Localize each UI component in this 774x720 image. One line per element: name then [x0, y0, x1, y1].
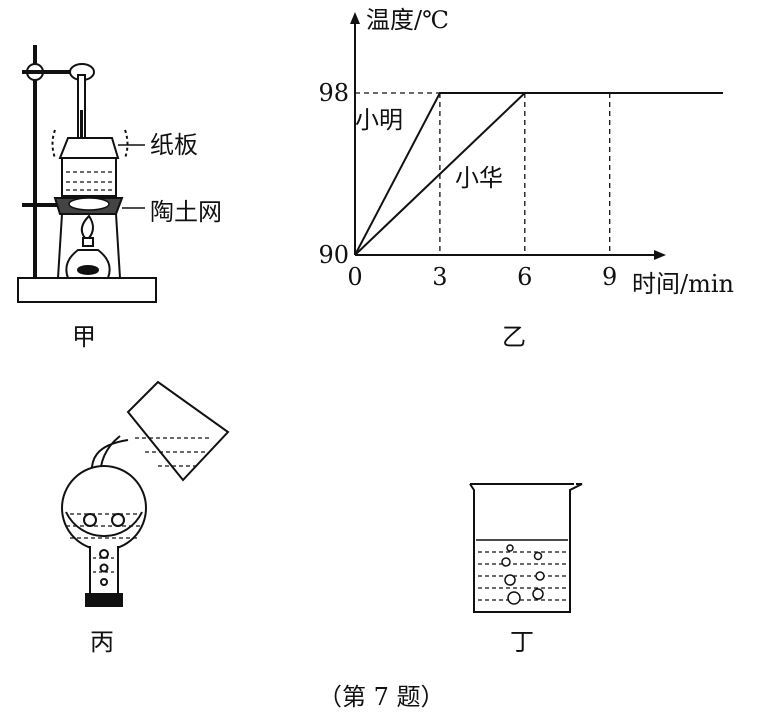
beaker-ding — [469, 483, 583, 613]
ceramic-gauze — [53, 197, 145, 215]
series-line-1 — [354, 92, 723, 256]
figure-caption: （第 7 题） — [318, 683, 445, 711]
panel-label-jia: 甲 — [72, 323, 96, 351]
alcohol-lamp — [65, 214, 111, 279]
water-lines — [478, 551, 566, 601]
x-tick-label-0: 0 — [347, 263, 362, 291]
x-axis-label: 时间/min — [632, 270, 734, 298]
tick-labels: 0 3 6 9 90 98 — [318, 79, 617, 291]
panel-label-yi: 乙 — [502, 323, 526, 351]
apparatus-jia — [17, 45, 157, 303]
x-axis-arrow — [654, 250, 666, 260]
series-label-xiaoming: 小明 — [355, 106, 403, 134]
cardboard-lid — [51, 129, 145, 159]
series-lines — [354, 92, 723, 256]
panel-label-bing: 丙 — [90, 628, 114, 656]
flask-stopper — [85, 593, 123, 607]
y-tick-label-90: 90 — [318, 241, 349, 269]
round-flask — [61, 465, 147, 607]
pouring-beaker — [126, 380, 230, 482]
label-cardboard: 纸板 — [150, 131, 198, 159]
panel-label-ding: 丁 — [510, 628, 534, 656]
y-axis-label: 温度/℃ — [366, 6, 449, 34]
x-tick-label-6: 6 — [517, 263, 532, 291]
label-ceramic-gauze: 陶土网 — [150, 198, 222, 226]
x-tick-label-9: 9 — [602, 263, 617, 291]
y-axis-arrow — [350, 12, 360, 24]
stand-base — [17, 277, 157, 303]
series-label-xiaohua: 小华 — [455, 164, 503, 192]
apparatus-bing — [61, 380, 230, 607]
y-tick-label-98: 98 — [318, 79, 349, 107]
temperature-time-chart: 温度/℃ 时间/min 0 3 6 9 90 98 小明 小华 — [318, 6, 734, 298]
x-tick-label-3: 3 — [432, 263, 447, 291]
bubbles — [501, 544, 545, 605]
series-line-0 — [354, 92, 723, 256]
beaker-jia — [61, 157, 117, 197]
upper-clamp — [22, 63, 95, 81]
apparatus-ding — [469, 483, 583, 613]
